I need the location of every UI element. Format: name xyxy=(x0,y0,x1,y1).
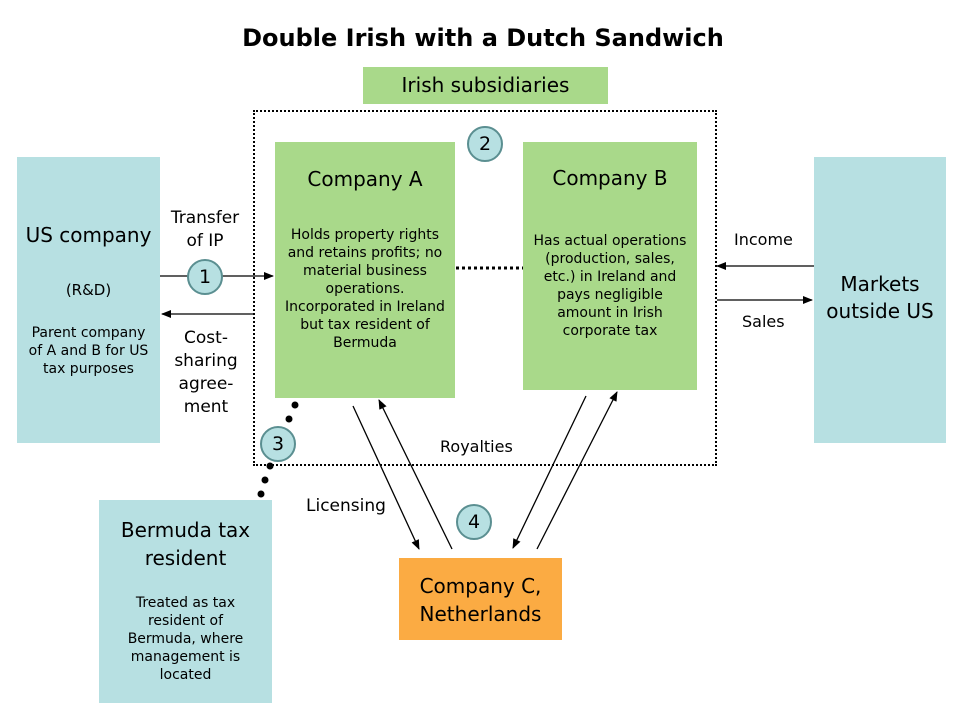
markets-box: Markets outside US xyxy=(814,157,946,443)
irish-subsidiaries-boundary xyxy=(253,110,717,466)
b-to-c-arrow xyxy=(512,395,587,549)
company-b-desc: Has actual operations (production, sales… xyxy=(533,233,687,339)
cost-sharing-label: Cost-sharing agree-ment xyxy=(174,328,238,417)
company-c-box: Company C, Netherlands xyxy=(399,558,562,640)
c-to-b-arrow xyxy=(536,391,618,550)
company-c-name: Company C, Netherlands xyxy=(419,574,542,626)
royalties-label: Royalties xyxy=(440,437,513,456)
markets-name: Markets outside US xyxy=(826,272,934,323)
us-company-name: US company xyxy=(25,223,152,247)
company-a-box: Company A Holds property rights and reta… xyxy=(275,142,455,398)
step-3-badge: 3 xyxy=(260,426,296,462)
step-2-badge: 2 xyxy=(467,126,503,162)
bermuda-box: Bermuda tax resident Treated as tax resi… xyxy=(99,500,272,703)
licensing-label: Licensing xyxy=(306,496,386,516)
company-b-name: Company B xyxy=(552,166,668,190)
irish-subsidiaries-label: Irish subsidiaries xyxy=(363,67,608,104)
step-1-badge: 1 xyxy=(187,259,223,295)
us-company-sub: (R&D) xyxy=(65,281,112,299)
bermuda-desc: Treated as tax resident of Bermuda, wher… xyxy=(127,595,244,683)
sales-label: Sales xyxy=(742,312,785,331)
company-b-box: Company B Has actual operations (product… xyxy=(523,142,697,390)
licensing-arrow xyxy=(352,405,420,550)
company-a-desc: Holds property rights and retains profit… xyxy=(285,227,445,351)
page-title: Double Irish with a Dutch Sandwich xyxy=(242,24,724,52)
bermuda-name: Bermuda tax resident xyxy=(120,518,251,570)
transfer-ip-label: Transfer of IP xyxy=(170,208,240,251)
us-company-desc: Parent company of A and B for US tax pur… xyxy=(28,325,149,377)
income-label: Income xyxy=(734,230,793,249)
royalties-to-a-arrow xyxy=(378,399,453,550)
step-4-badge: 4 xyxy=(456,504,492,540)
company-a-name: Company A xyxy=(307,167,423,191)
bermuda-link-dots xyxy=(257,401,299,498)
us-company-box: US company (R&D) Parent company of A and… xyxy=(17,157,160,443)
